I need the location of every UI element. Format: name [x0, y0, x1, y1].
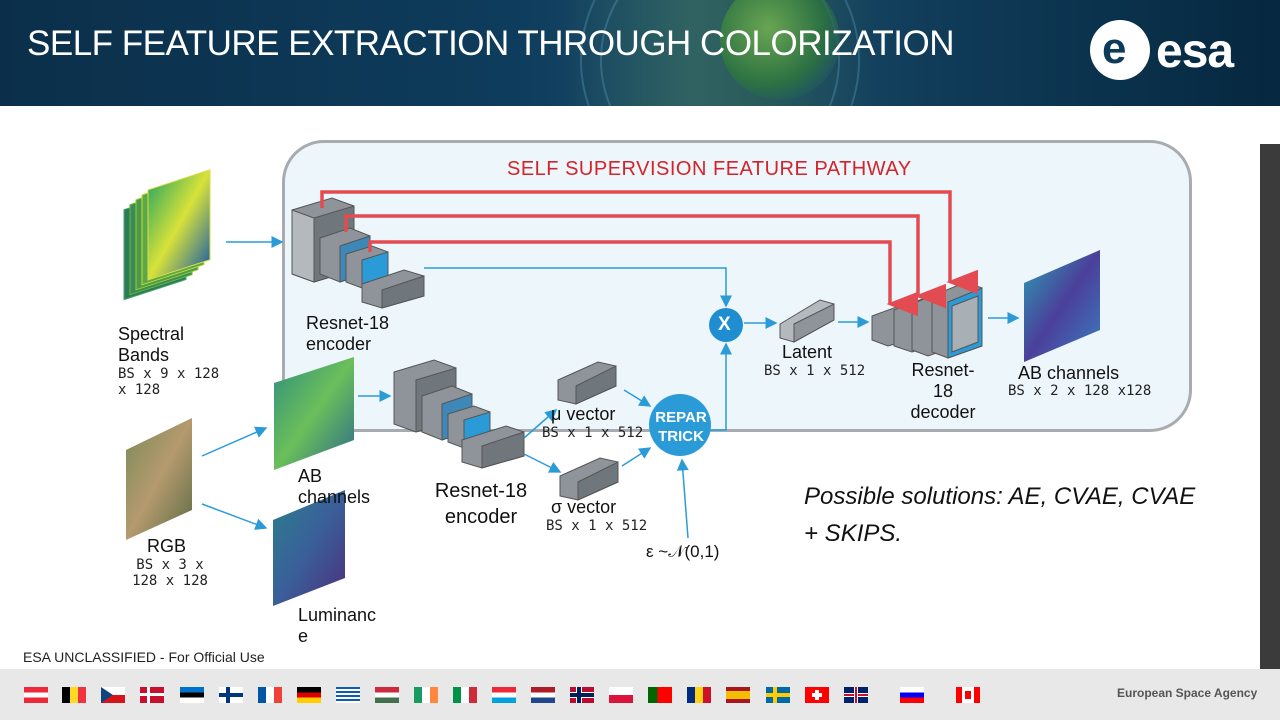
- decoder-label: Resnet- 18 decoder: [910, 360, 976, 422]
- panel-title: SELF SUPERVISION FEATURE PATHWAY: [507, 158, 912, 180]
- flag-portugal-icon: [648, 687, 672, 703]
- header-banner: SELF FEATURE EXTRACTION THROUGH COLORIZA…: [0, 0, 1280, 106]
- flag-czechia-icon: [101, 687, 125, 703]
- mu-vector-block: [557, 361, 617, 405]
- esa-logo-icon: [1090, 20, 1150, 80]
- esa-logo-glyph: e: [1102, 24, 1127, 73]
- latent-block: [779, 299, 835, 343]
- bottom-encoder-label: Resnet-18 encoder: [434, 480, 528, 528]
- spectral-bands-label: Spectral Bands: [118, 324, 185, 365]
- ab-channels-output-image: [1024, 250, 1100, 362]
- flow-arrows: [201, 236, 1020, 539]
- flag-netherlands-icon: [531, 687, 555, 703]
- flag-ireland-icon: [414, 687, 438, 703]
- flag-france-icon: [258, 687, 282, 703]
- multiply-node: [709, 308, 743, 342]
- flag-poland-icon: [609, 687, 633, 703]
- rgb-image: [126, 418, 192, 540]
- flag-canada-icon: [956, 687, 980, 703]
- spectral-bands-dims: BS x 9 x 128 x 128: [118, 366, 220, 398]
- sigma-vector-dims: BS x 1 x 512: [546, 518, 648, 534]
- top-encoder-blocks: [291, 197, 425, 309]
- classification-label: ESA UNCLASSIFIED - For Official Use: [23, 649, 265, 665]
- skip-connections: [320, 190, 978, 317]
- flag-sweden-icon: [766, 687, 790, 703]
- latent-dims: BS x 1 x 512: [764, 363, 866, 379]
- flag-united-kingdom-icon: [844, 687, 868, 703]
- flag-romania-icon: [687, 687, 711, 703]
- spectral-bands-image: [123, 169, 211, 301]
- rgb-label: RGB: [147, 536, 187, 556]
- flag-switzerland-icon: [805, 687, 829, 703]
- multiply-label: X: [718, 314, 731, 335]
- luminance-label: Luminanc e: [298, 605, 377, 646]
- reparam-label: REPAR TRICK: [655, 409, 707, 445]
- european-space-agency-label: European Space Agency: [1117, 686, 1258, 700]
- latent-label: Latent: [782, 342, 833, 362]
- mu-vector-label: μ vector: [551, 404, 616, 424]
- page-title: SELF FEATURE EXTRACTION THROUGH COLORIZA…: [27, 24, 954, 63]
- flag-norway-icon: [570, 687, 594, 703]
- globe-icon: [720, 0, 840, 100]
- sigma-vector-label: σ vector: [551, 497, 617, 517]
- ab-channels-input-image: [274, 357, 354, 470]
- flag-luxembourg-icon: [492, 687, 516, 703]
- scrollbar[interactable]: [1260, 144, 1280, 720]
- flag-finland-icon: [219, 687, 243, 703]
- flag-denmark-icon: [140, 687, 164, 703]
- ab-channels-output-label: AB channels: [1018, 363, 1120, 383]
- flag-italy-icon: [453, 687, 477, 703]
- rgb-dims: BS x 3 x 128 x 128: [132, 557, 208, 589]
- epsilon-label: ε ~𝒩(0,1): [646, 542, 720, 561]
- flag-belgium-icon: [62, 687, 86, 703]
- header-ring: [580, 0, 860, 106]
- flag-estonia-icon: [180, 687, 204, 703]
- flag-spain-icon: [726, 687, 750, 703]
- sigma-vector-block: [559, 457, 619, 501]
- ab-channels-output-dims: BS x 2 x 128 x128: [1008, 383, 1152, 399]
- flag-greece-icon: [336, 687, 360, 703]
- reparam-node: [649, 394, 711, 456]
- flag-bar: [0, 669, 1280, 720]
- esa-logo-text: esa: [1156, 25, 1234, 78]
- esa-logo: e esa: [1090, 20, 1260, 82]
- flag-austria-icon: [24, 687, 48, 703]
- bottom-encoder-blocks: [393, 359, 525, 469]
- flag-germany-icon: [297, 687, 321, 703]
- top-encoder-label: Resnet-18 encoder: [306, 313, 390, 354]
- flag-slovenia-icon: [900, 687, 924, 703]
- ab-channels-input-label: AB channels: [298, 466, 371, 507]
- mu-vector-dims: BS x 1 x 512: [542, 425, 644, 441]
- luminance-image: [273, 490, 345, 606]
- possible-solutions-text: Possible solutions: AE, CVAE, CVAE + SKI…: [804, 483, 1196, 547]
- flag-hungary-icon: [375, 687, 399, 703]
